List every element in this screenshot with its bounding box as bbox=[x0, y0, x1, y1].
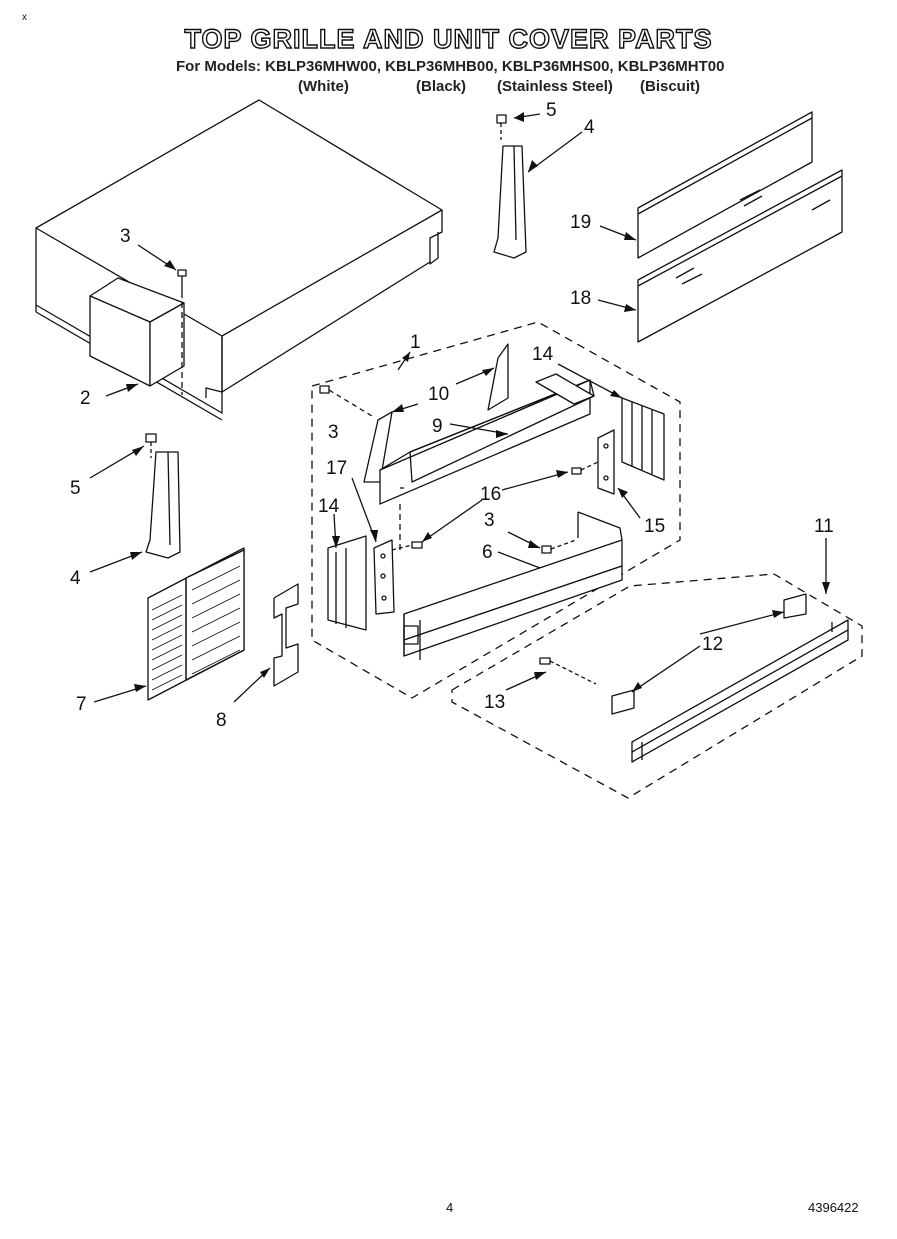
callout-10: 10 bbox=[428, 384, 449, 405]
models-line: For Models: KBLP36MHW00, KBLP36MHB00, KB… bbox=[176, 58, 725, 75]
callout-9: 9 bbox=[432, 416, 443, 437]
callout-19: 19 bbox=[570, 212, 591, 233]
screw-13 bbox=[539, 657, 597, 685]
unit-cover-drawing bbox=[35, 99, 443, 421]
callout-1: 1 bbox=[410, 332, 421, 353]
clips-12 bbox=[611, 593, 807, 715]
bracket-17 bbox=[373, 539, 395, 615]
bracket-4-top bbox=[493, 114, 527, 259]
callout-2: 2 bbox=[80, 388, 91, 409]
corner-mark: x bbox=[22, 12, 27, 23]
page-number: 4 bbox=[446, 1200, 454, 1215]
bracket-4-left bbox=[145, 433, 181, 559]
callout-3-a: 3 bbox=[120, 226, 131, 247]
callout-17: 17 bbox=[326, 458, 347, 479]
callout-5-b: 5 bbox=[70, 478, 81, 499]
callout-4-b: 4 bbox=[70, 568, 81, 589]
callout-labels: 3 2 5 4 19 18 1 10 14 3 9 17 16 14 15 3 … bbox=[70, 100, 834, 731]
screw-16-left bbox=[391, 541, 423, 551]
callout-13: 13 bbox=[484, 692, 505, 713]
finish-biscuit: (Biscuit) bbox=[640, 78, 700, 95]
callout-4-a: 4 bbox=[584, 117, 595, 138]
brackets-10 bbox=[363, 343, 509, 483]
callout-16: 16 bbox=[480, 484, 501, 505]
callout-14-b: 14 bbox=[318, 496, 340, 517]
finish-white: (White) bbox=[298, 78, 349, 95]
callout-3-c: 3 bbox=[484, 510, 495, 531]
callout-18: 18 bbox=[570, 288, 591, 309]
finish-black: (Black) bbox=[416, 78, 467, 95]
callout-7: 7 bbox=[76, 694, 87, 715]
callout-5-a: 5 bbox=[546, 100, 557, 121]
sheet-8 bbox=[273, 583, 299, 687]
callout-14-a: 14 bbox=[532, 344, 554, 365]
cover-box-drawing bbox=[89, 277, 185, 387]
screw-3-group bbox=[319, 385, 373, 417]
filter-7 bbox=[147, 547, 245, 701]
panel-18 bbox=[637, 169, 843, 343]
screw-3-top bbox=[177, 269, 187, 395]
callout-15: 15 bbox=[644, 516, 665, 537]
callout-8: 8 bbox=[216, 710, 227, 731]
grille-frame-9 bbox=[379, 373, 595, 505]
toe-kick-bar bbox=[631, 619, 849, 763]
document-number: 4396422 bbox=[808, 1200, 859, 1215]
base-rail-6 bbox=[403, 511, 623, 660]
callout-11: 11 bbox=[814, 516, 834, 537]
callout-12: 12 bbox=[702, 634, 723, 655]
callout-6: 6 bbox=[482, 542, 493, 563]
arrow-heads bbox=[126, 112, 830, 692]
side-grille-14-right bbox=[621, 397, 665, 481]
callout-3-b: 3 bbox=[328, 422, 339, 443]
screw-3-lower bbox=[541, 539, 577, 554]
screw-16-right bbox=[571, 461, 599, 475]
bracket-15 bbox=[597, 429, 615, 495]
panel-19 bbox=[637, 111, 813, 259]
finish-stainless: (Stainless Steel) bbox=[497, 78, 613, 95]
page-title: TOP GRILLE AND UNIT COVER PARTS bbox=[184, 23, 713, 54]
side-grille-14-left bbox=[327, 535, 367, 631]
